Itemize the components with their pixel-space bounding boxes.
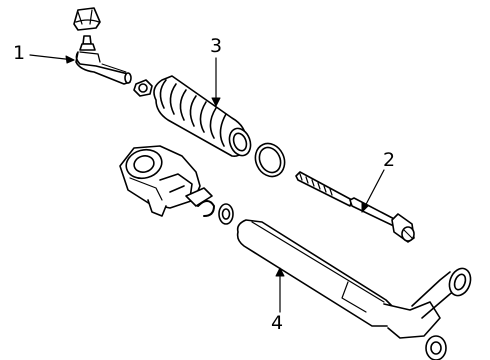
- leader-line-2: [361, 169, 385, 213]
- leader-line-3: [211, 57, 221, 107]
- callout-3: 3: [210, 35, 223, 57]
- retaining-clip: [197, 200, 215, 217]
- leader-line-1: [29, 54, 75, 64]
- seal-washer: [218, 203, 234, 225]
- boot-clamp-ring: [254, 142, 286, 178]
- jam-nut: [133, 79, 153, 97]
- dust-cap: [73, 7, 101, 31]
- leader-line-4: [275, 267, 285, 313]
- inner-tie-rod: [295, 171, 415, 243]
- callout-2: 2: [383, 149, 396, 171]
- callout-4: 4: [271, 312, 284, 334]
- callout-1: 1: [13, 42, 26, 64]
- outer-tie-rod-end: [75, 35, 132, 85]
- rack-housing-tube: [236, 219, 472, 360]
- rack-boot-bellows: [153, 75, 252, 157]
- gear-housing: [119, 145, 213, 217]
